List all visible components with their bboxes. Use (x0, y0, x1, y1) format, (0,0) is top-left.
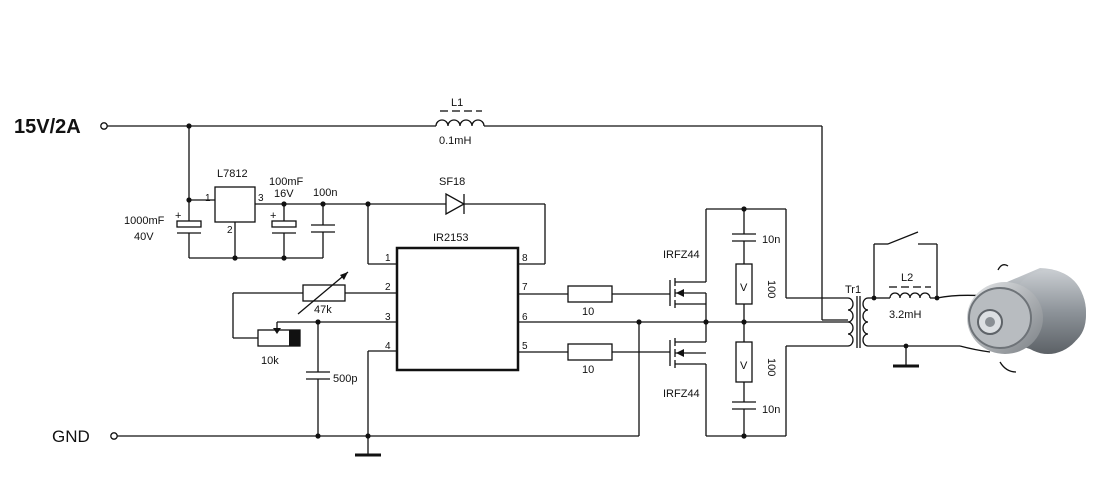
c-mid-value: 100mF (269, 176, 304, 188)
supply-terminal (100, 122, 108, 130)
snubber-c-top-label: 10n (762, 234, 780, 246)
varistor-top-mark: V (740, 282, 748, 294)
inductor-l2 (874, 286, 940, 301)
ic-name: IR2153 (433, 232, 468, 244)
snubber-bottom (706, 322, 848, 439)
diode-label: SF18 (439, 176, 465, 188)
reg-pin1: 1 (205, 193, 211, 204)
varistor-bot-label: 100 (765, 358, 777, 376)
mosfet-top-label: IRFZ44 (663, 249, 700, 261)
c-in-voltage: 40V (134, 231, 154, 243)
ic-pin2: 2 (385, 282, 391, 293)
potentiometer-10k (257, 321, 318, 347)
varistor-bot-mark: V (740, 360, 748, 372)
ic-pin5: 5 (522, 341, 528, 352)
supply-rail (107, 123, 848, 321)
gate-resistor-bottom (518, 343, 670, 361)
regulator-l7812 (214, 186, 256, 223)
supply-terminal-label: 15V/2A (14, 116, 81, 138)
variable-resistor-47k (233, 271, 397, 315)
varistor-top-label: 100 (765, 280, 777, 298)
r-gate-bot-label: 10 (582, 364, 594, 376)
ic-pin6: 6 (522, 312, 528, 323)
reg-pin3: 3 (258, 193, 264, 204)
mosfet-bot-label: IRFZ44 (663, 388, 700, 400)
input-capacitor (176, 126, 202, 258)
secondary-wiring (868, 243, 960, 368)
ic-pin3: 3 (385, 312, 391, 323)
pot-label: 10k (261, 355, 279, 367)
reg-pin2: 2 (227, 225, 233, 236)
inductor-l1 (435, 110, 485, 127)
transducer-icon (967, 264, 1086, 373)
r-gate-top-label: 10 (582, 306, 594, 318)
transducer-lead-bottom (959, 345, 991, 353)
c-timing-label: 500p (333, 373, 357, 385)
l2-value: 3.2mH (889, 309, 921, 321)
l1-name: L1 (451, 97, 463, 109)
ic-pin1: 1 (385, 253, 391, 264)
r-var-label: 47k (314, 304, 332, 316)
l2-name: L2 (901, 272, 913, 284)
output-capacitor (271, 204, 297, 258)
snubber-top (706, 206, 848, 322)
mosfet-bottom (669, 322, 707, 436)
bypass-capacitor (311, 204, 335, 258)
c-mid-plus: + (270, 210, 276, 222)
ic-pin8: 8 (522, 253, 528, 264)
ground-rail (117, 322, 640, 439)
c-mid-voltage: 16V (274, 188, 294, 200)
timing-capacitor (306, 322, 330, 436)
c-in-value: 1000mF (124, 215, 165, 227)
gate-resistor-top (518, 285, 670, 303)
ic-ir2153 (395, 246, 520, 372)
c-in-plus: + (175, 210, 181, 222)
ic-pin7: 7 (522, 282, 528, 293)
diode-sf18 (368, 192, 546, 265)
transformer-label: Tr1 (845, 284, 861, 296)
snubber-c-bot-label: 10n (762, 404, 780, 416)
l1-value: 0.1mH (439, 135, 471, 147)
mosfet-top (669, 209, 707, 322)
switch-icon (887, 231, 937, 245)
reg-name: L7812 (217, 168, 248, 180)
transformer-tr1 (847, 296, 869, 348)
ground-terminal (110, 432, 118, 440)
c-100n: 100n (313, 187, 337, 199)
ic-pin4: 4 (385, 341, 391, 352)
ground-terminal-label: GND (52, 427, 90, 446)
